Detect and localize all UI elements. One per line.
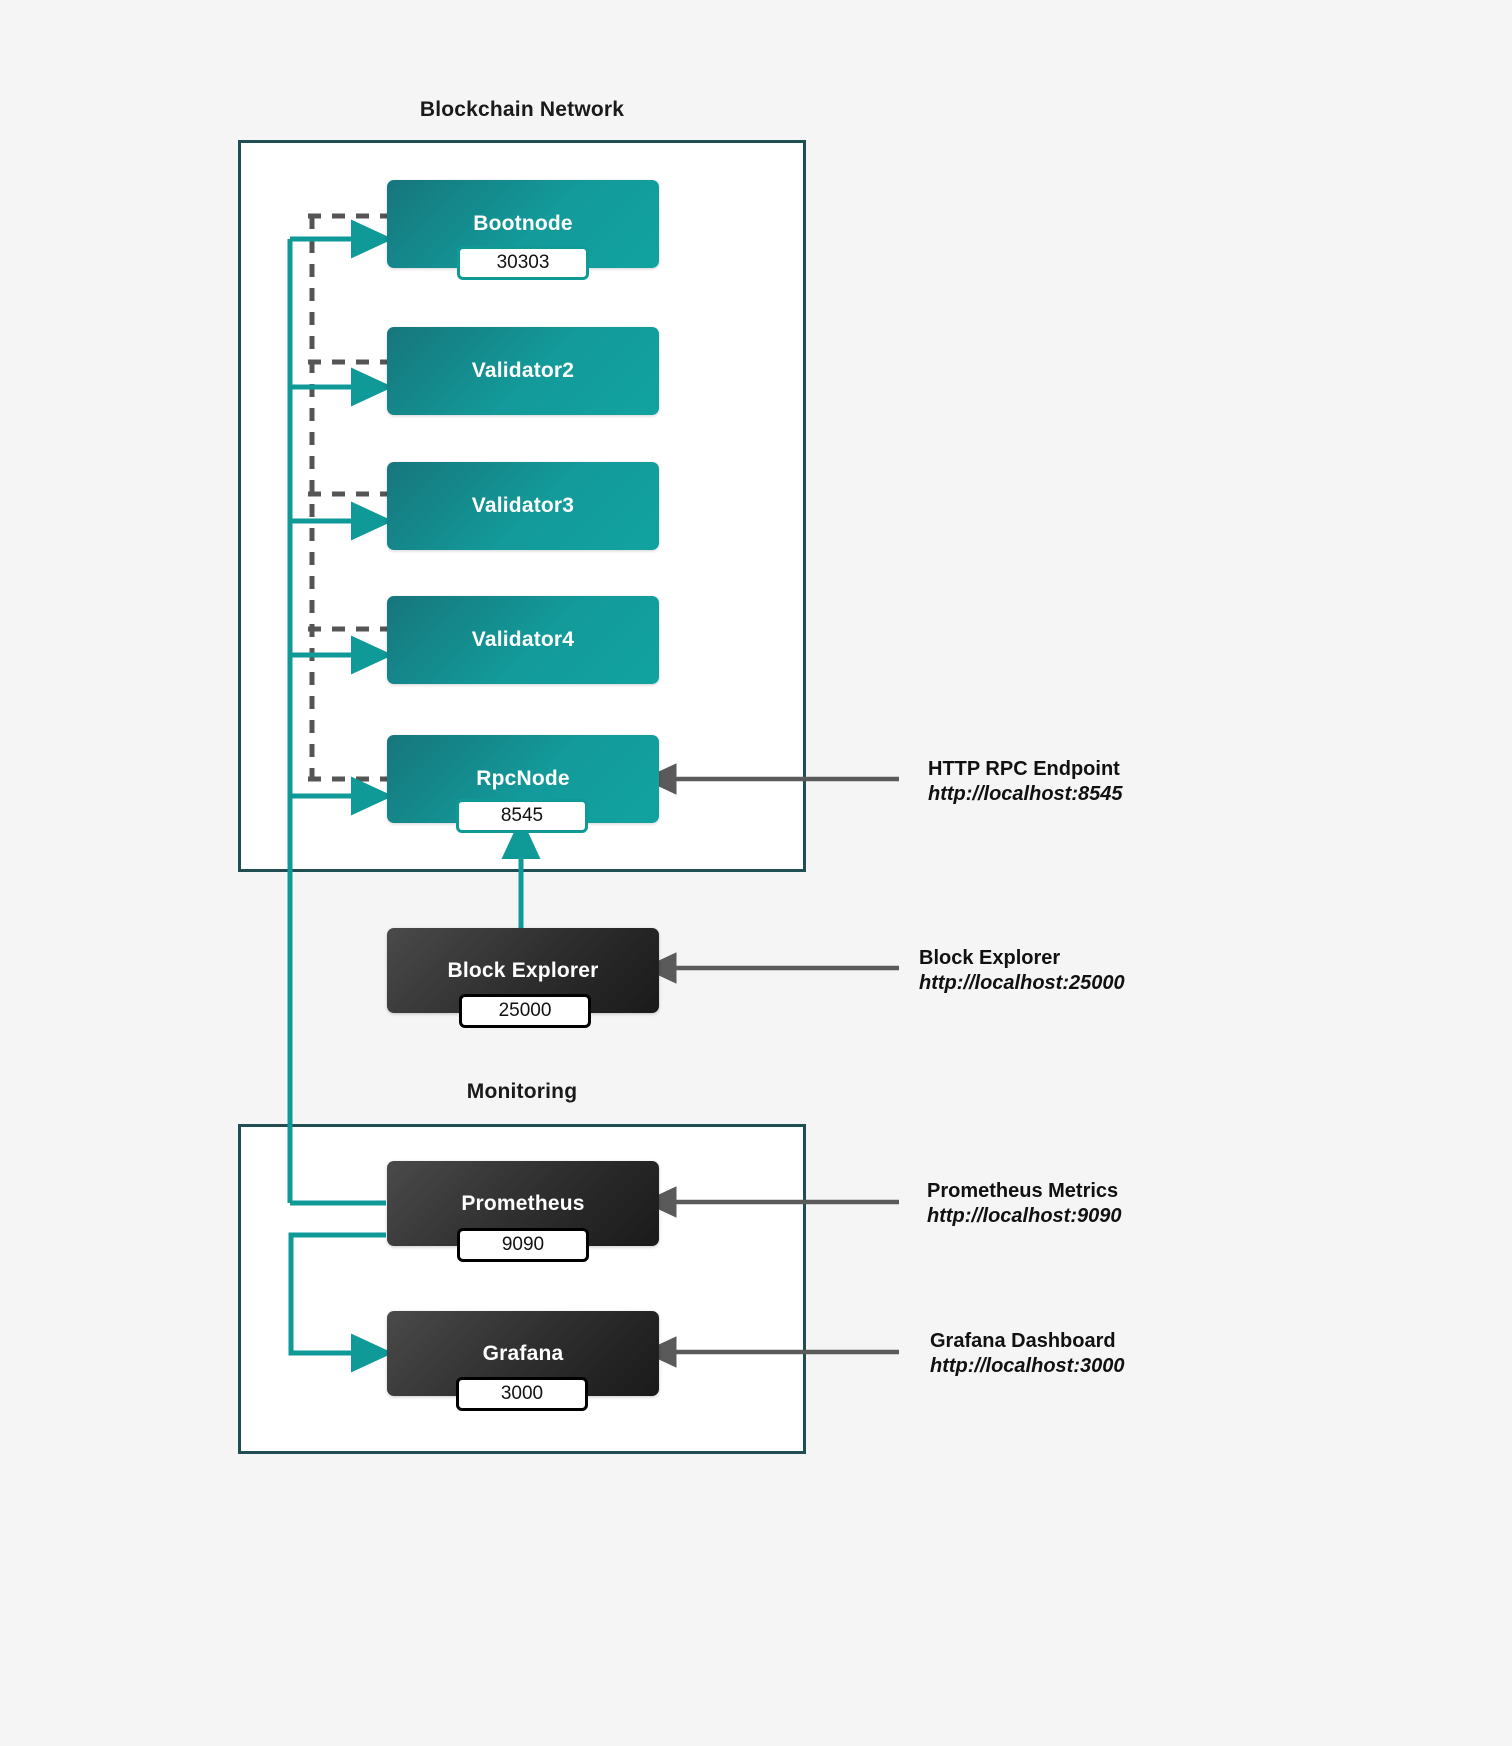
group-title-monitoring: Monitoring	[466, 1080, 578, 1103]
port-badge-grafana: 3000	[456, 1377, 588, 1411]
annotation-rpc-endpoint: HTTP RPC Endpoint http://localhost:8545	[928, 757, 1122, 807]
annotation-grafana-dashboard-title: Grafana Dashboard	[930, 1330, 1116, 1352]
annotation-prometheus-metrics: Prometheus Metrics http://localhost:9090	[927, 1179, 1121, 1229]
annotation-rpc-endpoint-url[interactable]: http://localhost:8545	[928, 783, 1123, 805]
node-prometheus-label: Prometheus	[461, 1191, 585, 1215]
port-badge-prometheus: 9090	[457, 1228, 589, 1262]
annotation-block-explorer-title: Block Explorer	[919, 947, 1061, 969]
annotation-prometheus-metrics-url[interactable]: http://localhost:9090	[927, 1205, 1122, 1227]
annotation-grafana-dashboard-url[interactable]: http://localhost:3000	[930, 1355, 1125, 1377]
node-validator2-label: Validator2	[471, 359, 575, 382]
node-block-explorer-label: Block Explorer	[447, 958, 599, 982]
group-title-blockchain-network: Blockchain Network	[419, 98, 625, 121]
port-badge-bootnode: 30303	[457, 246, 589, 280]
node-validator3[interactable]: Validator3	[387, 462, 659, 550]
node-validator3-label: Validator3	[471, 494, 575, 517]
annotation-prometheus-metrics-title: Prometheus Metrics	[927, 1180, 1119, 1202]
annotation-rpc-endpoint-title: HTTP RPC Endpoint	[928, 758, 1120, 780]
annotation-block-explorer: Block Explorer http://localhost:25000	[919, 946, 1125, 996]
node-validator4[interactable]: Validator4	[387, 596, 659, 684]
node-bootnode-label: Bootnode	[473, 212, 573, 235]
annotation-block-explorer-url[interactable]: http://localhost:25000	[919, 972, 1125, 994]
node-validator2[interactable]: Validator2	[387, 327, 659, 415]
port-badge-rpcnode: 8545	[456, 799, 588, 833]
node-validator4-label: Validator4	[471, 628, 575, 651]
annotation-grafana-dashboard: Grafana Dashboard http://localhost:3000	[930, 1329, 1124, 1379]
node-grafana-label: Grafana	[482, 1341, 564, 1365]
node-rpcnode-label: RpcNode	[476, 767, 570, 790]
port-badge-block-explorer: 25000	[459, 994, 591, 1028]
